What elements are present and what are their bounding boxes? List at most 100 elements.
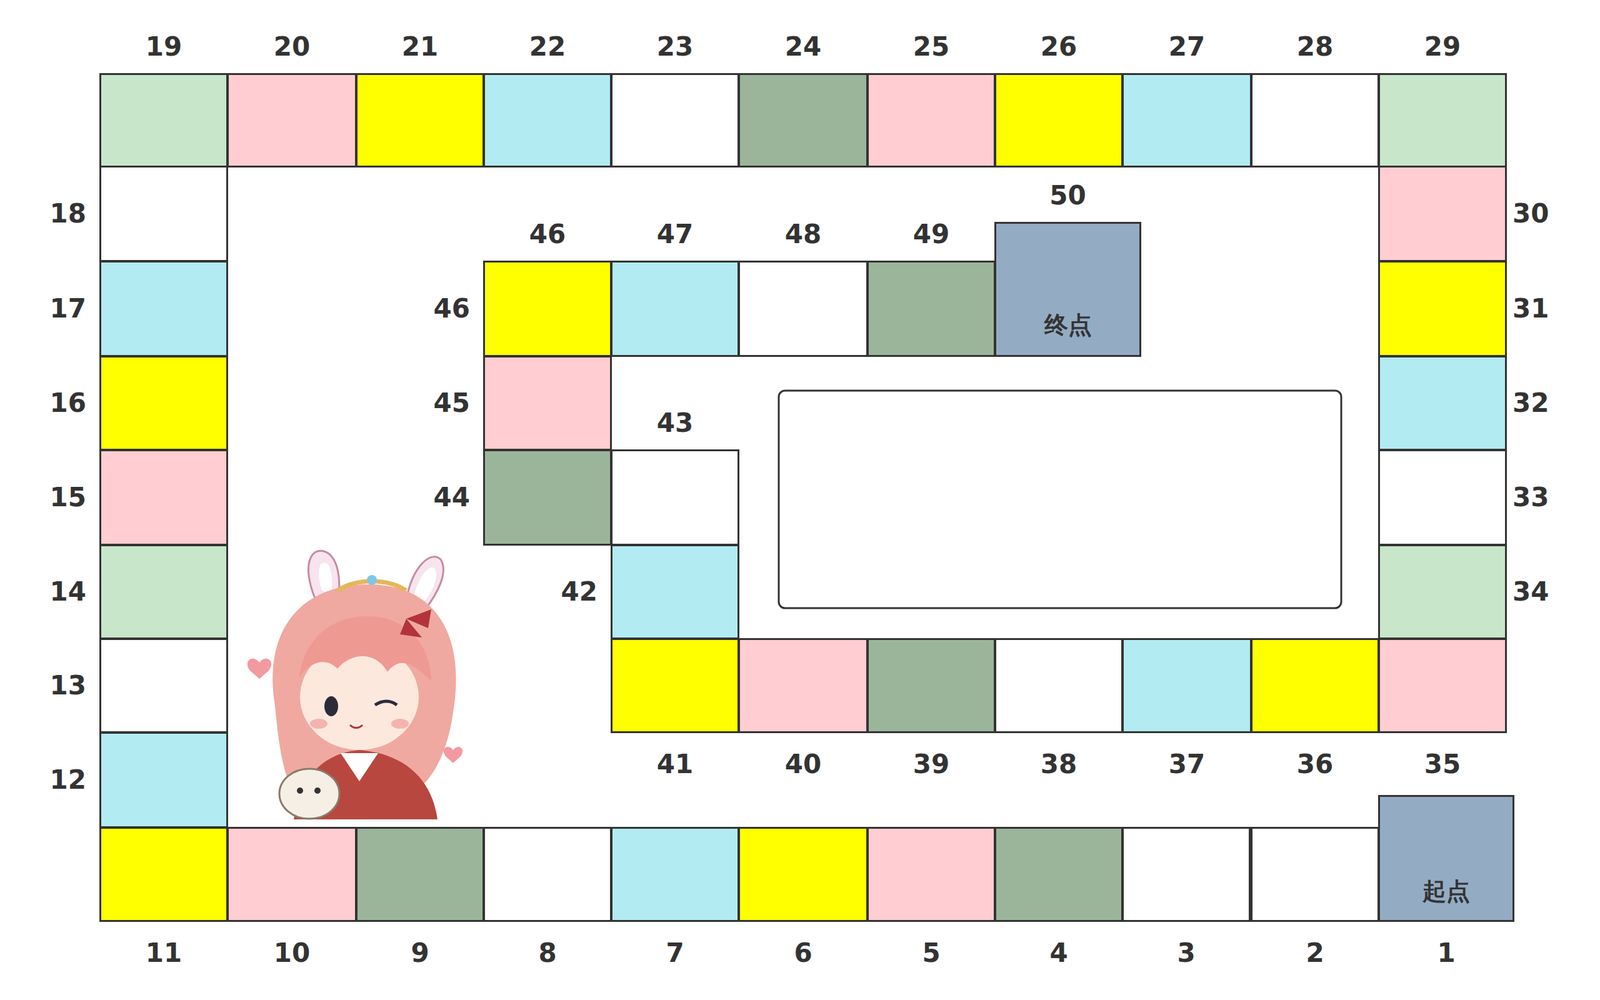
square-number: 46 [433, 294, 470, 324]
square-number: 6 [740, 938, 867, 968]
board-square: 13 [99, 638, 229, 734]
board-square: 35 [1378, 638, 1507, 734]
square-number: 1 [1380, 938, 1513, 968]
square-number: 27 [1123, 32, 1250, 62]
board-square: 48 [738, 260, 869, 357]
square-number: 38 [996, 750, 1122, 779]
board-square: 47 [610, 260, 740, 357]
square-number: 16 [50, 388, 87, 418]
center-panel [778, 390, 1342, 609]
board-square: 37 [1121, 638, 1252, 734]
board-square: 49 [866, 260, 996, 357]
board-square: 起点1 [1378, 795, 1515, 922]
square-number: 31 [1512, 294, 1549, 324]
square-number: 4 [996, 938, 1122, 968]
board-square: 14 [99, 544, 229, 640]
board-square: 15 [99, 449, 229, 546]
square-number: 21 [357, 32, 483, 62]
board-square: 11 [99, 826, 229, 922]
square-number: 10 [228, 938, 355, 968]
board-square: 8 [483, 826, 612, 922]
board-square: 50终点 [994, 221, 1142, 357]
square-number: 34 [1512, 577, 1549, 607]
square-number: 19 [101, 32, 227, 62]
board-square: 26 [994, 73, 1124, 168]
board-square: 36 [1250, 638, 1380, 734]
square-number: 32 [1512, 388, 1549, 418]
square-number: 40 [740, 750, 867, 779]
square-number: 45 [433, 388, 470, 418]
square-number: 13 [50, 671, 87, 700]
board-square: 40 [738, 638, 869, 734]
square-number: 15 [50, 483, 87, 512]
board-square: 5 [866, 826, 996, 922]
board-square: 39 [866, 638, 996, 734]
square-number: 49 [868, 220, 994, 249]
square-number: 26 [996, 32, 1122, 62]
board-square: 23 [610, 73, 740, 168]
board-square: 41 [610, 638, 740, 734]
square-number: 28 [1252, 32, 1378, 62]
square-number: 37 [1123, 750, 1250, 779]
board-square: 44 [483, 449, 612, 546]
board-square: 43 [610, 449, 740, 546]
square-number: 8 [485, 938, 610, 968]
board-square: 31 [1378, 260, 1507, 357]
square-number: 42 [561, 577, 598, 607]
board-square: 29 [1378, 73, 1507, 168]
square-number: 14 [50, 577, 87, 607]
square-number: 43 [612, 408, 738, 438]
board-square: 2 [1250, 826, 1380, 922]
square-number: 18 [50, 199, 87, 229]
square-number: 30 [1512, 199, 1549, 229]
square-number: 2 [1252, 938, 1378, 968]
square-number: 23 [612, 32, 738, 62]
board-square: 6 [738, 826, 869, 922]
square-title: 终点 [996, 312, 1140, 339]
board-square: 24 [738, 73, 869, 168]
board-square: 21 [355, 73, 485, 168]
board-square: 7 [610, 826, 740, 922]
square-number: 39 [868, 750, 994, 779]
board-square: 10 [226, 826, 357, 922]
board-square: 34 [1378, 544, 1507, 640]
square-number: 7 [612, 938, 738, 968]
square-number: 5 [868, 938, 994, 968]
square-number: 24 [740, 32, 867, 62]
board-square: 32 [1378, 355, 1507, 451]
square-number: 17 [50, 294, 87, 324]
square-title: 起点 [1380, 878, 1513, 905]
square-number: 3 [1123, 938, 1249, 968]
board-square: 28 [1250, 73, 1380, 168]
board-square: 4 [994, 826, 1124, 922]
board-square: 12 [99, 731, 229, 829]
square-number: 50 [996, 181, 1140, 210]
square-number: 29 [1380, 32, 1505, 62]
square-number: 35 [1380, 750, 1505, 779]
square-number: 12 [50, 765, 87, 795]
bunny-girl-illustration [247, 545, 463, 820]
board-square: 45 [483, 355, 612, 451]
board-square: 33 [1378, 449, 1507, 546]
board-square: 19 [99, 73, 229, 168]
board-square: 27 [1121, 73, 1252, 168]
board-square: 42 [610, 544, 740, 640]
square-number: 48 [740, 220, 867, 249]
board-square: 25 [866, 73, 996, 168]
square-number: 20 [228, 32, 355, 62]
board-square: 30 [1378, 165, 1507, 262]
square-number: 22 [485, 32, 610, 62]
square-number: 25 [868, 32, 994, 62]
square-number: 9 [357, 938, 483, 968]
board-square: 4646 [483, 260, 612, 357]
board-square: 22 [483, 73, 612, 168]
board-square: 38 [994, 638, 1124, 734]
square-number: 46 [485, 220, 610, 249]
board-square: 9 [355, 826, 485, 922]
board-square: 20 [226, 73, 357, 168]
square-number: 44 [433, 483, 470, 512]
square-number: 11 [101, 938, 227, 968]
board-square: 3 [1121, 826, 1251, 922]
square-number: 33 [1512, 483, 1549, 512]
